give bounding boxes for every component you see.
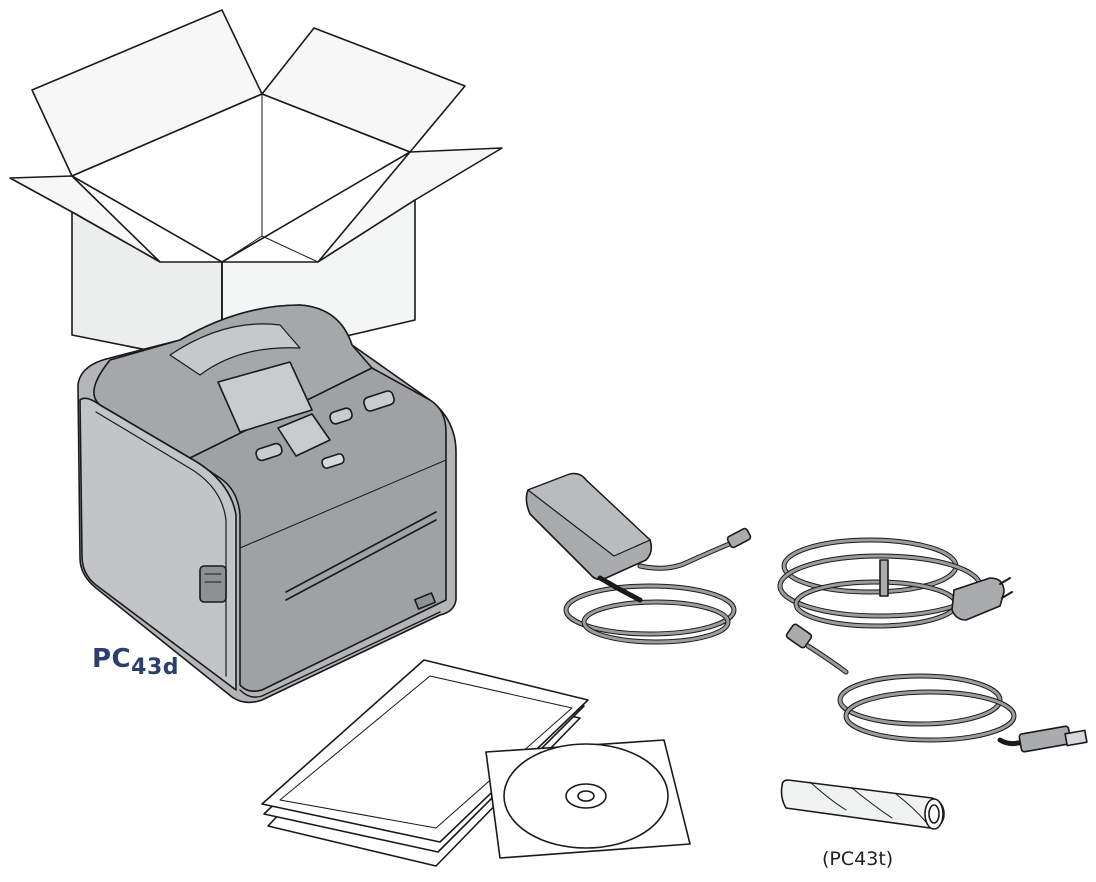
dc-plug xyxy=(726,527,752,549)
ribbon-core xyxy=(780,779,945,830)
printer-feed-button xyxy=(321,453,345,469)
usb-b-plug xyxy=(785,623,813,649)
shipping-box xyxy=(9,9,503,366)
document-sheet-1 xyxy=(261,659,589,843)
ribbon-core-label: (PC43t) xyxy=(822,848,894,870)
mains-plug xyxy=(951,577,1005,621)
printer-button-1 xyxy=(255,442,283,462)
usb-a-plug xyxy=(1018,725,1072,753)
model-label-prefix: PC xyxy=(92,644,132,674)
printer-button-3 xyxy=(363,390,395,412)
printer-paper-slot xyxy=(285,511,437,601)
printer-button-2 xyxy=(329,407,353,425)
usb-cable xyxy=(785,623,1088,753)
power-cord xyxy=(777,537,1013,629)
printer-nav-pad xyxy=(277,413,331,457)
ribbon-core-tube xyxy=(780,779,945,829)
model-label-suffix: 43d xyxy=(131,655,180,680)
printer-side-panel xyxy=(79,397,237,691)
documentation-sheets xyxy=(261,659,589,867)
printer-side-latch xyxy=(199,565,227,603)
printer-pc43d xyxy=(77,304,457,704)
model-label: PC43d xyxy=(92,644,179,680)
power-adapter xyxy=(525,472,752,645)
printer-front-panel xyxy=(189,367,447,692)
box-interior xyxy=(71,93,411,263)
software-cd xyxy=(485,739,691,859)
printer-display xyxy=(217,361,313,433)
